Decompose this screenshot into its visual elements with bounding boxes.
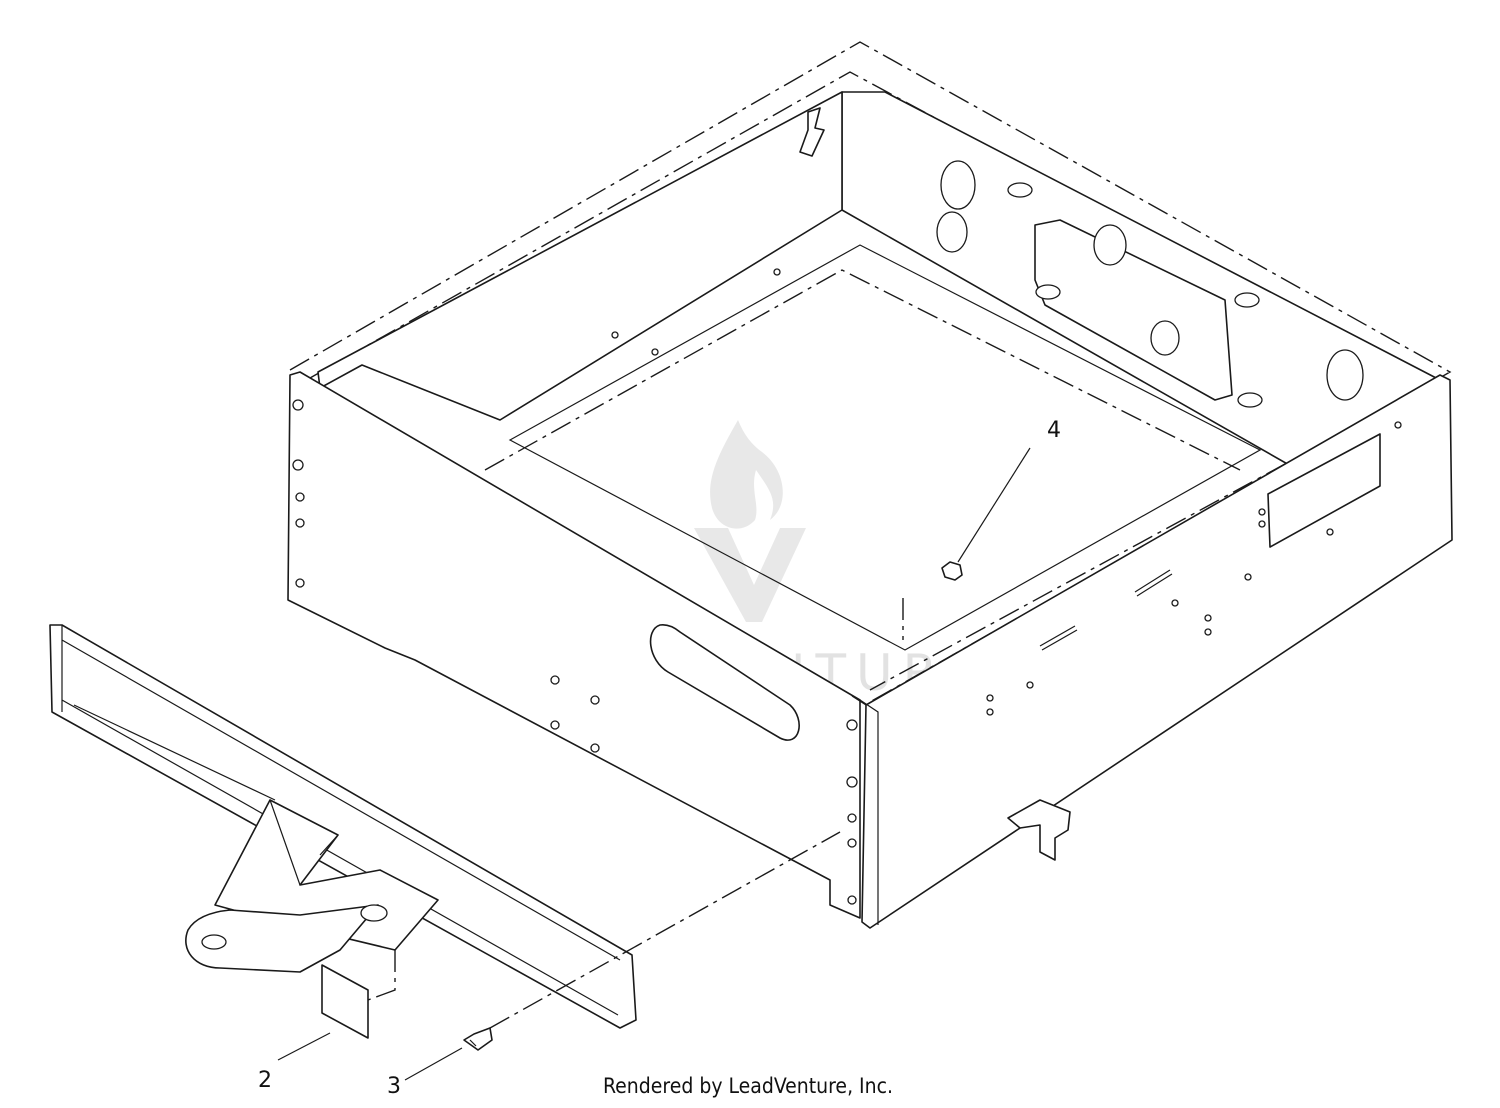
frame-back-wall-holes [799,107,1364,401]
watermark-flame-icon [710,420,783,529]
mount-plate-hole-large [1093,224,1127,266]
frame-bosses [1007,182,1263,408]
hitch-tongue-hole [201,934,227,950]
frame-slot-lower [1039,625,1078,651]
frame-mount-plate [1034,219,1233,401]
frame-floor-opening [508,244,1262,651]
frame-left-inner-wall [317,91,843,421]
leader-lines [277,447,1031,1081]
callout-3: 3 [387,1074,401,1099]
frame-handle-slot [649,624,800,741]
credit-text: Rendered by LeadVenture, Inc. [603,1074,893,1098]
callout-2: 2 [258,1068,272,1093]
hitch-boss-hole [360,904,388,922]
hex-nut [941,561,963,581]
hitch-channel-flange [61,625,621,1016]
hitch-tongue [185,904,379,973]
hitch-gusset-edge [269,799,339,886]
label-decal [321,964,369,1039]
callout-4: 4 [1047,418,1061,443]
frame-assembly [287,41,1453,929]
frame-decal [1267,433,1381,548]
frame-floor-edge [484,269,1241,471]
hitch-plate [49,624,637,1029]
frame-hook-bracket [1007,799,1071,861]
watermark-v-icon [694,528,806,622]
frame-slot-upper [1134,569,1173,597]
assembly-lines [367,598,904,1029]
frame-corner-fold [851,695,879,925]
frame-top-rim [289,41,1452,703]
frame-left-panel-holes [292,399,858,905]
hex-bolt [463,1027,493,1051]
frame-left-panel [287,371,861,919]
mount-plate-hole-center [1150,320,1180,356]
frame-right-panel-holes [611,268,1402,716]
